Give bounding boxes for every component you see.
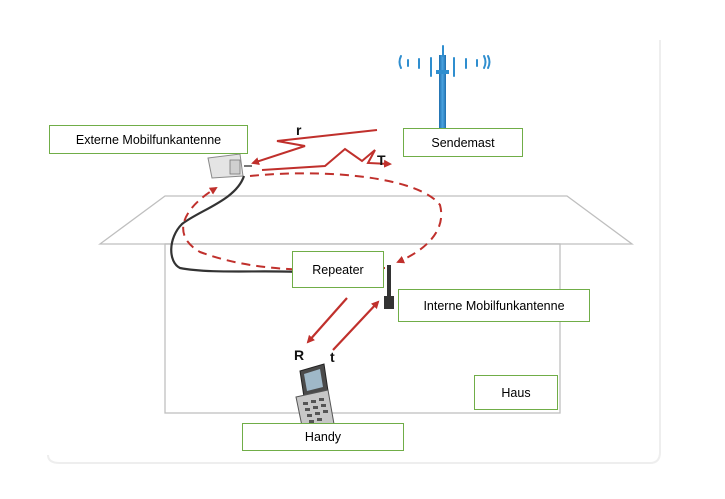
transmitter-mast-label: Sendemast <box>403 128 523 157</box>
repeater-label: Repeater <box>292 251 384 288</box>
mobile-phone-icon <box>295 363 335 432</box>
downlink-signal-zigzag <box>251 129 378 165</box>
house-label: Haus <box>474 375 558 410</box>
signal-arrow-to-handset <box>306 297 348 344</box>
letter-t-lower: t <box>330 349 335 365</box>
handset-label: Handy <box>242 423 404 451</box>
letter-T-upper: T <box>377 152 386 168</box>
internal-antenna-icon <box>384 265 394 309</box>
external-antenna-label: Externe Mobilfunkantenne <box>49 125 248 154</box>
external-antenna-icon <box>207 153 252 179</box>
dashed-signal-to-internal-antenna <box>249 172 443 264</box>
letter-R-lower: R <box>294 347 304 363</box>
uplink-signal-zigzag <box>261 147 392 171</box>
transmitter-mast-icon <box>398 45 491 143</box>
page-frame <box>47 40 661 464</box>
internal-antenna-label: Interne Mobilfunkantenne <box>398 289 590 322</box>
letter-r-upper: r <box>296 122 302 138</box>
antenna-cable <box>170 175 301 274</box>
signal-arrow-to-internal-antenna <box>332 300 380 351</box>
